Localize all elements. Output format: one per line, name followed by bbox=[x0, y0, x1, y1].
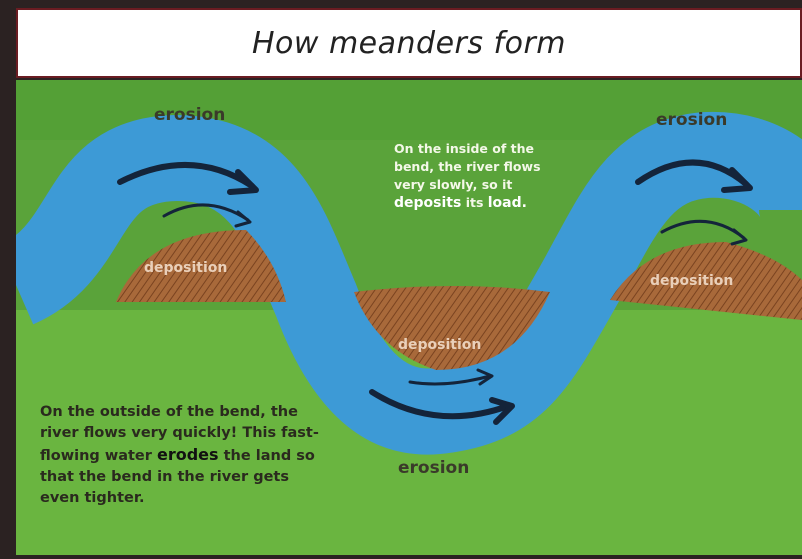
fast-arrow-right-head bbox=[721, 167, 753, 193]
outside-text-part2: the land so that the bend in the river g… bbox=[40, 448, 315, 506]
inside-bend-explanation: On the inside of the bend, the river flo… bbox=[394, 140, 544, 212]
deposition-label-right: deposition bbox=[650, 273, 734, 289]
deposition-right bbox=[610, 242, 802, 320]
fast-arrow-left bbox=[117, 161, 255, 189]
deposition-left bbox=[116, 230, 286, 302]
deposition-middle bbox=[354, 286, 550, 370]
page-title: How meanders form bbox=[251, 25, 567, 61]
fast-arrow-left-head bbox=[227, 169, 259, 195]
inside-text-bold: deposits bbox=[394, 195, 462, 211]
outside-bend-explanation: On the outside of the bend, the river fl… bbox=[40, 402, 330, 509]
slow-arrow-left-head bbox=[234, 210, 252, 228]
fast-arrow-bottom-head bbox=[489, 397, 515, 425]
slow-arrow-bottom-head bbox=[476, 368, 494, 386]
slow-arrow-bottom bbox=[408, 374, 492, 386]
fast-arrow-bottom bbox=[369, 389, 511, 420]
inside-text-part1: On the inside of the bend, the river flo… bbox=[394, 141, 541, 192]
inside-text-bold2: load. bbox=[487, 195, 527, 211]
erosion-label-right: erosion bbox=[656, 110, 728, 130]
outside-text-bold: erodes bbox=[156, 445, 219, 464]
outside-text-part1: On the outside of the bend, the river fl… bbox=[40, 404, 319, 464]
inside-text-part2: its bbox=[465, 195, 484, 210]
deposition-label-left: deposition bbox=[144, 260, 228, 276]
deposition-label-middle: deposition bbox=[398, 337, 482, 353]
erosion-label-bottom: erosion bbox=[398, 458, 470, 478]
slow-arrow-right-head bbox=[730, 228, 748, 246]
diagram-svg bbox=[0, 80, 802, 555]
meander-diagram: erosion erosion erosion deposition depos… bbox=[0, 80, 802, 555]
erosion-label-left: erosion bbox=[154, 105, 226, 125]
title-bar: How meanders form bbox=[16, 8, 802, 78]
